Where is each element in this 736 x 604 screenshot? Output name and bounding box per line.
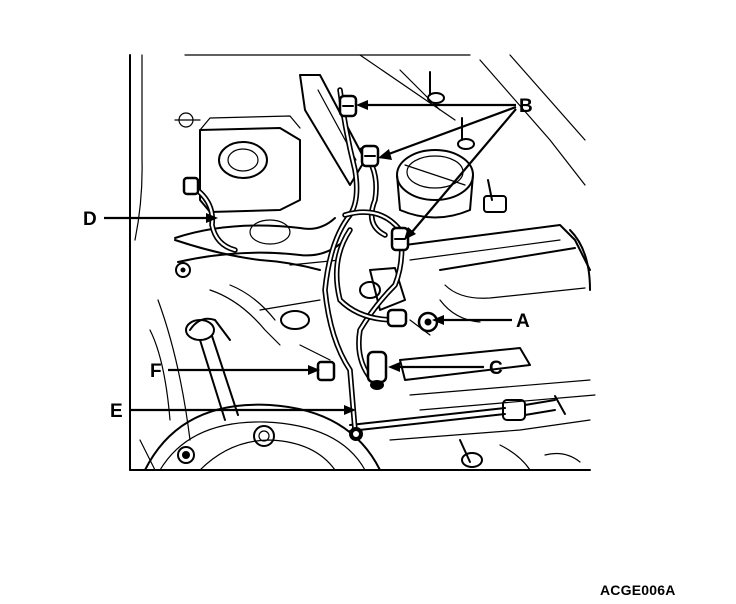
engine-line-art (129, 54, 596, 471)
connector-f (316, 360, 336, 382)
callout-f-label: F (150, 361, 162, 382)
callout-b-label: B (519, 96, 533, 117)
figure-id: ACGE006A (600, 582, 676, 598)
ground-terminal-e (349, 427, 363, 441)
callout-c-label: C (489, 358, 503, 379)
connector-b-lower (390, 226, 410, 252)
ground-terminal-a (386, 308, 439, 333)
connector-b-middle (360, 144, 380, 168)
callout-leaders (104, 100, 517, 415)
callout-e-label: E (110, 401, 123, 422)
connector-d (182, 176, 200, 196)
callout-d-label: D (83, 209, 97, 230)
connector-b-top (338, 94, 358, 118)
callout-a-label: A (516, 311, 530, 332)
sensor-c (366, 350, 388, 390)
